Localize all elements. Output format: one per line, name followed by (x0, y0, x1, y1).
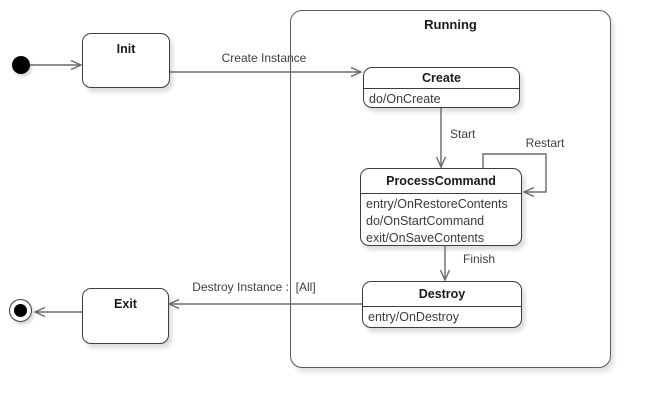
state-process-command[interactable]: ProcessCommand entry/OnRestoreContents d… (360, 168, 522, 246)
state-destroy[interactable]: Destroy entry/OnDestroy (362, 281, 522, 328)
final-state-dot (14, 304, 27, 317)
state-exit-title: Exit (114, 297, 137, 311)
transition-label-start: Start (450, 127, 476, 141)
transition-start[interactable] (435, 108, 447, 169)
final-state-node[interactable] (9, 299, 32, 322)
state-process-command-action: exit/OnSaveContents (366, 231, 485, 245)
state-init-title: Init (116, 42, 136, 56)
transition-finish[interactable] (439, 246, 451, 282)
state-exit[interactable]: Exit (82, 288, 169, 344)
transition-label-destroy-instance: Destroy Instance : [All] (192, 280, 316, 294)
state-destroy-title: Destroy (363, 282, 521, 307)
transition-restart-self-loop[interactable] (482, 153, 547, 198)
initial-state-node[interactable] (12, 56, 30, 74)
composite-state-title: Running (424, 17, 477, 32)
state-create-action: do/OnCreate (369, 92, 441, 106)
state-process-command-action: do/OnStartCommand (366, 214, 485, 228)
state-init[interactable]: Init (82, 33, 170, 88)
transition-initial-to-init[interactable] (30, 59, 83, 71)
state-create[interactable]: Create do/OnCreate (363, 67, 520, 108)
transition-create-instance[interactable] (170, 66, 363, 78)
state-process-command-title: ProcessCommand (361, 169, 521, 194)
transition-exit-to-final[interactable] (33, 306, 82, 318)
transition-label-create-instance: Create Instance (221, 51, 307, 65)
state-destroy-action: entry/OnDestroy (368, 310, 460, 324)
transition-label-finish: Finish (463, 252, 496, 266)
state-process-command-action: entry/OnRestoreContents (366, 197, 508, 211)
transition-destroy-instance[interactable] (167, 298, 362, 310)
state-create-title: Create (364, 68, 519, 89)
transition-label-restart: Restart (525, 136, 565, 150)
